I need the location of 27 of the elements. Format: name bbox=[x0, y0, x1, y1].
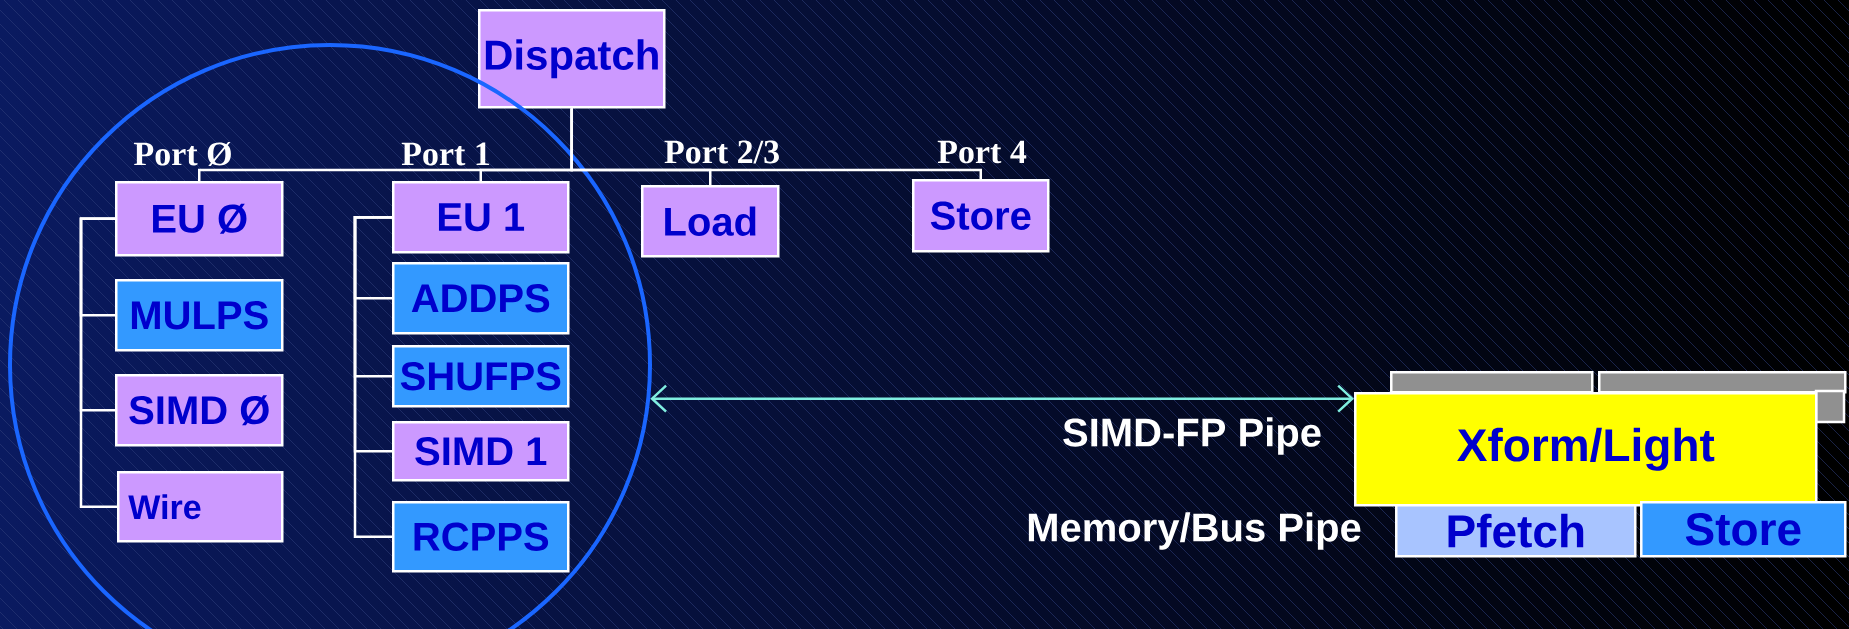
unit-box: RCPPS bbox=[392, 501, 570, 573]
pipe-stage-box: Store bbox=[1640, 501, 1847, 558]
pipe-label: Memory/Bus Pipe bbox=[1028, 512, 1361, 550]
unit-box: SIMD Ø bbox=[115, 374, 284, 447]
unit-box: EU Ø bbox=[115, 181, 284, 257]
unit-box: EU 1 bbox=[392, 181, 570, 254]
pipe-stage-box: Pfetch bbox=[1395, 504, 1637, 558]
port-label: Port Ø bbox=[134, 142, 231, 166]
pipe-stage-box: Xform/Light bbox=[1354, 392, 1818, 507]
unit-box: MULPS bbox=[115, 279, 284, 352]
connector-line bbox=[570, 108, 982, 179]
unit-box: SIMD 1 bbox=[392, 421, 570, 482]
unit-box: SHUFPS bbox=[392, 345, 570, 408]
dispatch-box: Dispatch bbox=[478, 9, 666, 109]
pipe-box bbox=[1390, 371, 1594, 394]
double-arrow bbox=[650, 384, 1354, 413]
unit-box: Load bbox=[641, 185, 780, 258]
pipe-label: SIMD-FP Pipe bbox=[1063, 417, 1321, 455]
port-label: Port 4 bbox=[937, 140, 1027, 164]
unit-box: Store bbox=[912, 179, 1050, 253]
connector-line bbox=[79, 217, 117, 508]
port-label: Port 2/3 bbox=[664, 140, 779, 164]
unit-box: Wire bbox=[117, 471, 284, 543]
unit-box: ADDPS bbox=[392, 262, 570, 335]
pipe-box bbox=[1598, 371, 1847, 424]
port-label: Port 1 bbox=[401, 142, 490, 166]
connector-line bbox=[353, 216, 392, 538]
